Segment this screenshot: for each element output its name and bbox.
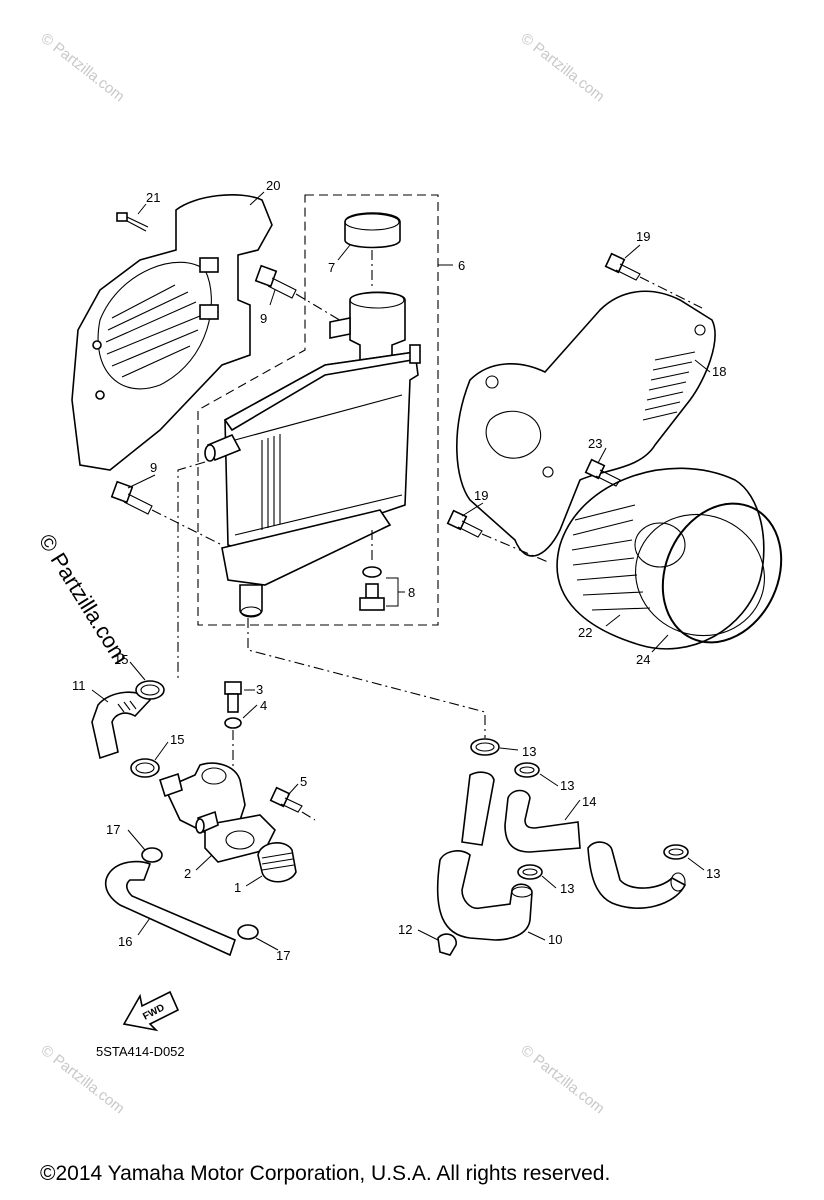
clamp-15-upper	[135, 680, 165, 700]
callout-2: 2	[184, 866, 191, 881]
bolt-19-lower	[446, 509, 549, 563]
radiator-cap	[344, 212, 401, 290]
callout-12: 12	[398, 922, 412, 937]
callout-13-a: 13	[522, 744, 536, 759]
callout-9-lower: 9	[150, 460, 157, 475]
callout-6: 6	[458, 258, 465, 273]
flow-line-radiator-to-hose13	[247, 618, 486, 738]
hose-11	[91, 691, 152, 760]
callout-19-upper: 19	[636, 229, 650, 244]
clamp-13-c	[517, 864, 543, 880]
clamp-13-d	[663, 844, 689, 860]
flow-line-radiator-to-hose11	[177, 461, 206, 680]
callout-14: 14	[582, 794, 596, 809]
callout-17-lower: 17	[276, 948, 290, 963]
callout-7: 7	[328, 260, 335, 275]
clamp-13-b	[514, 762, 540, 778]
radiator	[204, 291, 421, 618]
drain-bolt	[359, 530, 385, 611]
bolt-9-upper	[254, 264, 349, 326]
thermostat-housing	[159, 762, 276, 863]
copyright-footer: ©2014 Yamaha Motor Corporation, U.S.A. A…	[40, 1162, 611, 1185]
callout-16: 16	[118, 934, 132, 949]
callout-13-c: 13	[560, 881, 574, 896]
callout-17-upper: 17	[106, 822, 120, 837]
washer-4	[224, 717, 242, 729]
watermark-bottom-right: © Partzilla.com	[518, 1042, 608, 1118]
o-ring-24	[661, 502, 783, 644]
hose-upper-short	[461, 771, 495, 846]
callout-3: 3	[256, 682, 263, 697]
callout-21: 21	[146, 190, 160, 205]
watermark-side: © Partzilla.com	[34, 529, 134, 668]
clamp-17-upper	[141, 847, 163, 863]
hose-10	[436, 850, 533, 941]
hose-right-end	[670, 872, 686, 892]
clip-12	[437, 933, 457, 956]
screw-21	[116, 212, 149, 232]
callout-4: 4	[260, 698, 267, 713]
callouts: 21 20 7 6 9 9 8 19 18 23 19 22 24 15 11 …	[72, 178, 726, 963]
callout-5: 5	[300, 774, 307, 789]
watermarks: © Partzilla.com © Partzilla.com © Partzi…	[34, 30, 608, 1118]
fwd-arrow-icon: FWD	[122, 990, 180, 1032]
callout-8: 8	[408, 585, 415, 600]
bolt-5	[269, 786, 316, 821]
radiator-cover	[71, 194, 273, 471]
clamp-17-lower	[237, 924, 259, 940]
diagram-code: 5STA414-D052	[96, 1044, 185, 1059]
bolt-19-upper	[604, 252, 703, 309]
callout-9-upper: 9	[260, 311, 267, 326]
callout-10: 10	[548, 932, 562, 947]
callout-13-d: 13	[706, 866, 720, 881]
callout-13-b: 13	[560, 778, 574, 793]
thermostat	[257, 842, 297, 883]
callout-1: 1	[234, 880, 241, 895]
hose-10-end	[511, 886, 533, 898]
crankcase-cover	[456, 290, 716, 557]
callout-19-lower: 19	[474, 488, 488, 503]
leader-lines	[91, 191, 711, 951]
hose-14	[504, 789, 581, 853]
callout-15-lower: 15	[170, 732, 184, 747]
callout-20: 20	[266, 178, 280, 193]
callout-18: 18	[712, 364, 726, 379]
clamp-13-a	[470, 738, 500, 756]
radiator-group-outline	[197, 194, 439, 626]
callout-24: 24	[636, 652, 650, 667]
watermark-top-right: © Partzilla.com	[518, 30, 608, 106]
bolt-3	[224, 681, 242, 800]
bolt-9-lower	[110, 480, 223, 546]
callout-11: 11	[72, 678, 86, 693]
clamp-15-lower	[130, 758, 160, 778]
fan-shroud	[556, 467, 765, 650]
watermark-top-left: © Partzilla.com	[38, 30, 128, 106]
callout-15-upper: 15	[114, 652, 128, 667]
callout-23: 23	[588, 436, 602, 451]
hose-16	[104, 860, 236, 957]
callout-22: 22	[578, 625, 592, 640]
